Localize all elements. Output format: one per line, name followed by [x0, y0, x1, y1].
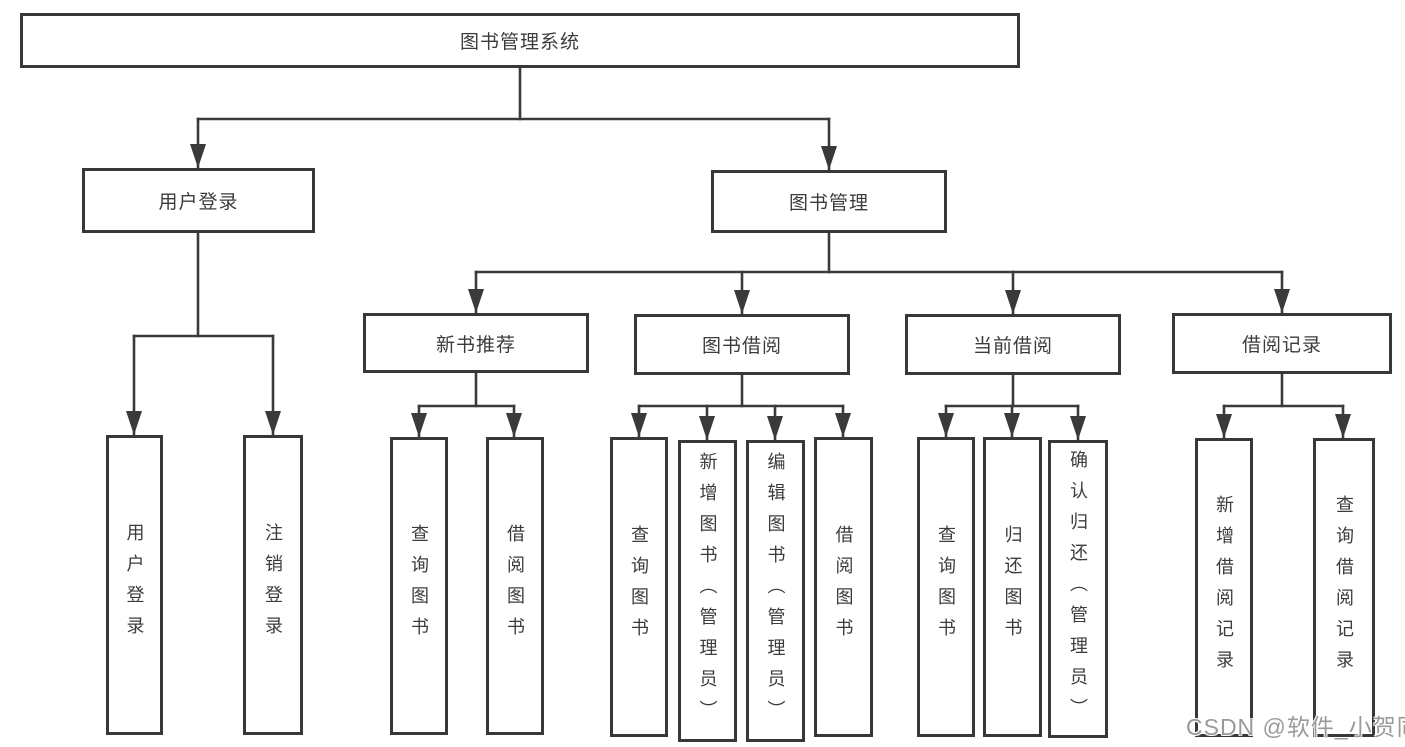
leaf-logout-label: 注销登录 [263, 523, 283, 647]
leaf-recommend-query-books-label: 查询图书 [409, 524, 429, 648]
leaf-records-query-record-label: 查询借阅记录 [1334, 494, 1354, 681]
node-book-borrowing: 图书借阅 [634, 314, 850, 375]
leaf-current-query-books-label: 查询图书 [936, 525, 956, 649]
node-borrow-records-label: 借阅记录 [1241, 335, 1322, 356]
leaf-borrowing-query-books-label: 查询图书 [629, 525, 649, 649]
leaf-current-return-books: 归还图书 [983, 437, 1042, 737]
leaf-recommend-query-books: 查询图书 [390, 437, 448, 735]
node-root-label: 图书管理系统 [459, 32, 580, 53]
node-root: 图书管理系统 [20, 13, 1020, 68]
leaf-user-login-label: 用户登录 [124, 523, 145, 647]
leaf-current-confirm-return-admin: 确认归还（管理员） [1048, 440, 1108, 738]
leaf-borrowing-borrow-books: 借阅图书 [814, 437, 873, 737]
leaf-recommend-borrow-books-label: 借阅图书 [505, 524, 525, 648]
leaf-borrowing-edit-books-admin: 编辑图书（管理员） [746, 440, 805, 742]
leaf-current-confirm-return-admin-label: 确认归还（管理员） [1068, 449, 1088, 729]
node-book-borrowing-label: 图书借阅 [701, 336, 782, 357]
node-borrow-records: 借阅记录 [1172, 313, 1392, 374]
leaf-current-query-books: 查询图书 [917, 437, 975, 737]
leaf-borrowing-borrow-books-label: 借阅图书 [833, 525, 854, 649]
leaf-records-add-record: 新增借阅记录 [1195, 438, 1253, 737]
node-user-login: 用户登录 [82, 168, 315, 233]
node-current-borrowing-label: 当前借阅 [972, 336, 1053, 357]
leaf-borrowing-add-books-admin: 新增图书（管理员） [678, 440, 737, 742]
leaf-borrowing-add-books-admin-label: 新增图书（管理员） [697, 451, 718, 731]
leaf-user-login: 用户登录 [106, 435, 163, 735]
leaf-recommend-borrow-books: 借阅图书 [486, 437, 544, 735]
leaf-records-query-record: 查询借阅记录 [1313, 438, 1375, 737]
node-current-borrowing: 当前借阅 [905, 314, 1121, 375]
node-book-management-label: 图书管理 [788, 193, 869, 214]
csdn-watermark: CSDN @软件_小贺同学 [1186, 714, 1405, 740]
node-new-book-recommend-label: 新书推荐 [435, 334, 516, 356]
leaf-logout: 注销登录 [243, 435, 303, 735]
node-book-management: 图书管理 [711, 170, 947, 233]
leaf-current-return-books-label: 归还图书 [1002, 525, 1023, 649]
leaf-borrowing-edit-books-admin-label: 编辑图书（管理员） [765, 451, 786, 731]
leaf-borrowing-query-books: 查询图书 [610, 437, 668, 737]
node-new-book-recommend: 新书推荐 [363, 313, 589, 373]
leaf-records-add-record-label: 新增借阅记录 [1214, 494, 1234, 681]
node-user-login-label: 用户登录 [158, 192, 239, 213]
